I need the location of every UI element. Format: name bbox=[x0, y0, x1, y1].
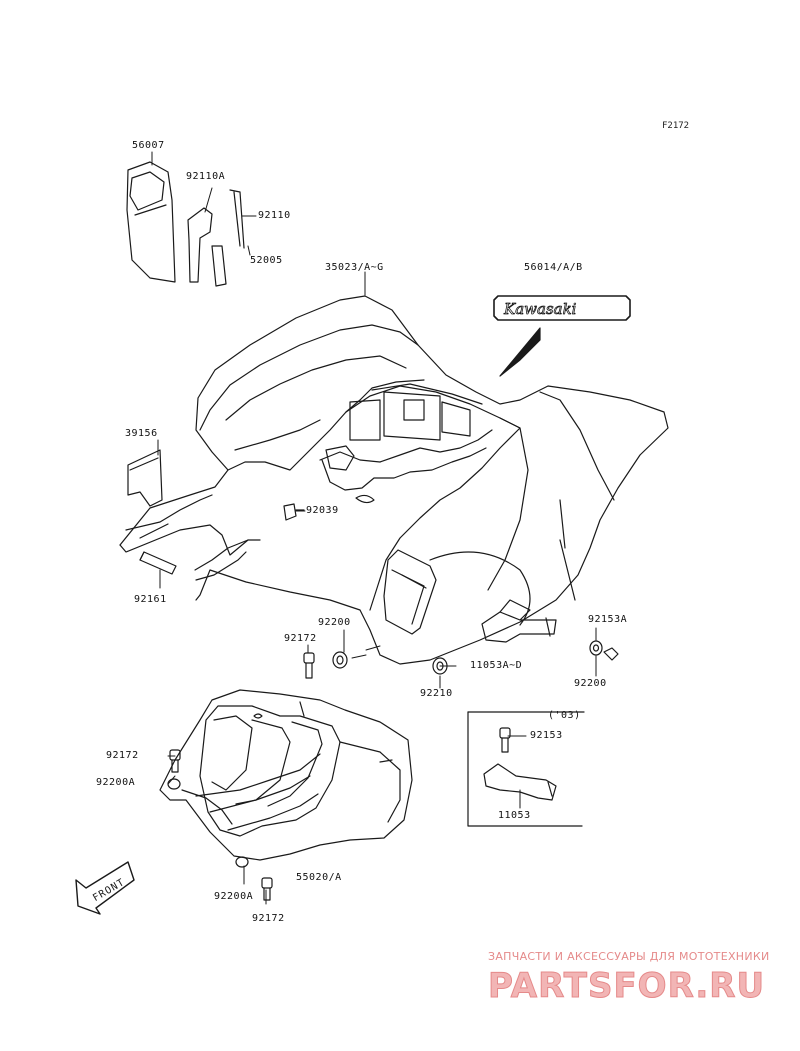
label-92110: 92110 bbox=[258, 210, 291, 221]
watermark-logo: PARTSFOR.RU bbox=[487, 966, 766, 1007]
label-92039: 92039 bbox=[306, 505, 339, 516]
label-92161: 92161 bbox=[134, 594, 167, 605]
label-56014: 56014/A/B bbox=[524, 262, 583, 273]
watermark-tagline: ЗАПЧАСТИ И АКСЕССУАРЫ ДЛЯ МОТОТЕХНИКИ bbox=[488, 950, 770, 963]
label-92172-left: 92172 bbox=[106, 750, 139, 761]
inset-box bbox=[467, 711, 585, 827]
label-92153a: 92153A bbox=[588, 614, 628, 625]
bolt-92172-top bbox=[303, 652, 315, 679]
label-52005: 52005 bbox=[250, 255, 283, 266]
label-92200a-left: 92200A bbox=[96, 777, 136, 788]
leader-lines bbox=[151, 151, 597, 905]
label-92200-top: 92200 bbox=[318, 617, 351, 628]
washer-92200a-bottom bbox=[235, 856, 249, 868]
bolt-92172-left bbox=[169, 749, 181, 773]
label-inset-year: ('03) bbox=[548, 710, 581, 721]
washer-92200-top bbox=[332, 651, 348, 669]
reference-code: F2172 bbox=[662, 121, 690, 131]
rear-carrier-55020 bbox=[159, 689, 413, 861]
label-92210: 92210 bbox=[420, 688, 453, 699]
bracket-11053a bbox=[481, 599, 557, 643]
label-11053a-d: 11053A~D bbox=[470, 660, 523, 671]
clip-92039 bbox=[283, 503, 305, 521]
rear-fender-35023 bbox=[119, 295, 669, 665]
mud-flap-56007 bbox=[126, 161, 176, 283]
emblem-56014 bbox=[493, 295, 631, 377]
bolt-92172-bottom bbox=[261, 877, 273, 901]
label-92200a-bottom: 92200A bbox=[214, 891, 254, 902]
label-92110a: 92110A bbox=[186, 171, 226, 182]
label-92153: 92153 bbox=[530, 730, 563, 741]
bracket-39156 bbox=[127, 449, 163, 507]
label-11053: 11053 bbox=[498, 810, 531, 821]
label-92172-top: 92172 bbox=[284, 633, 317, 644]
label-35023: 35023/A~G bbox=[325, 262, 384, 273]
rod-92110 bbox=[229, 189, 245, 249]
washer-92200a-left bbox=[167, 778, 181, 790]
spacer-92161 bbox=[139, 551, 177, 575]
label-56007: 56007 bbox=[132, 140, 165, 151]
label-92200-right: 92200 bbox=[574, 678, 607, 689]
bracket-11053-inset bbox=[483, 763, 557, 801]
front-arrow-icon: FRONT bbox=[75, 861, 135, 915]
bolt-92153-inset bbox=[499, 727, 511, 753]
label-55020: 55020/A bbox=[296, 872, 342, 883]
label-92172-bottom: 92172 bbox=[252, 913, 285, 924]
strap-92110a bbox=[187, 207, 227, 287]
washer-92200-right bbox=[589, 640, 619, 661]
label-39156: 39156 bbox=[125, 428, 158, 439]
emblem-text: Kawasaki bbox=[503, 300, 577, 318]
